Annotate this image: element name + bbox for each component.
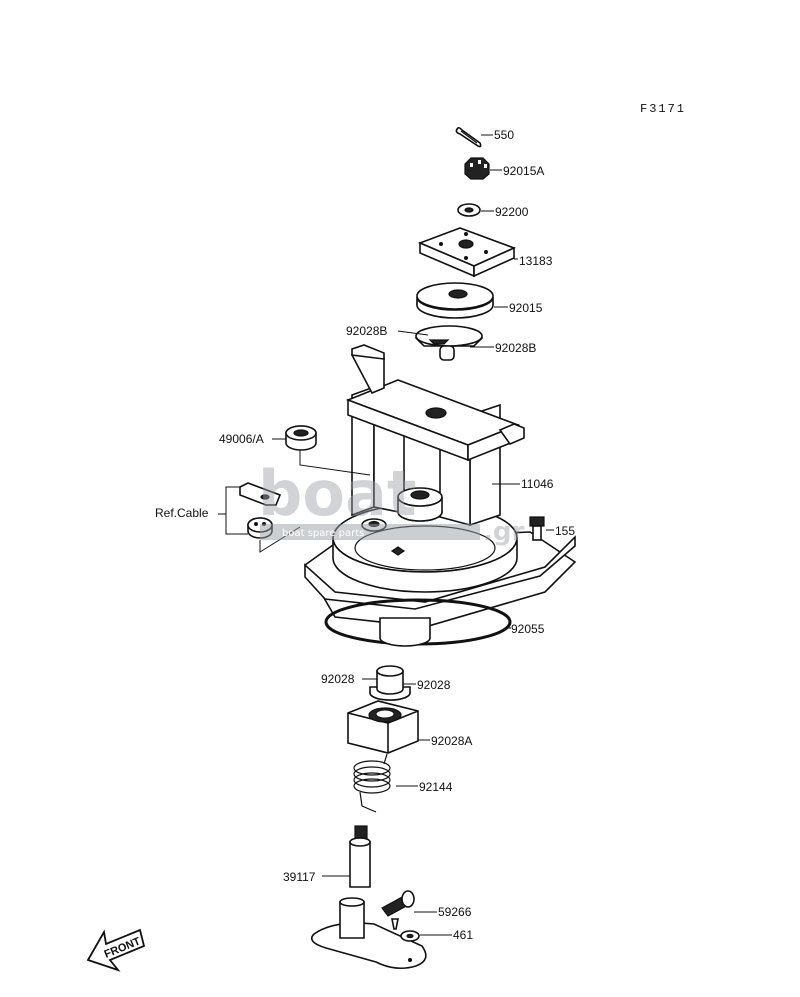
part-49006-seal[interactable] bbox=[272, 425, 371, 476]
part-11046-steering-housing[interactable] bbox=[303, 344, 577, 647]
callout-92055: 92055 bbox=[511, 622, 545, 636]
callout-550: 550 bbox=[494, 128, 514, 142]
callout-92144: 92144 bbox=[419, 780, 453, 794]
callout-92015: 92015 bbox=[509, 301, 543, 315]
part-92144-spring[interactable] bbox=[353, 753, 418, 813]
part-550-cotter-pin[interactable] bbox=[455, 126, 493, 148]
callout-39117: 39117 bbox=[283, 870, 316, 884]
figure-code: F3171 bbox=[640, 102, 686, 116]
part-92028B-bushing[interactable] bbox=[397, 325, 494, 361]
part-92015A-castle-nut[interactable] bbox=[464, 157, 502, 180]
svg-text:boat: boat bbox=[258, 457, 416, 530]
callout-49006A: 49006/A bbox=[219, 432, 264, 446]
callout-92028B-left: 92028B bbox=[346, 324, 387, 338]
svg-text:.gr: .gr bbox=[483, 517, 524, 547]
callout-92015A: 92015A bbox=[503, 164, 544, 178]
callout-155: 155 bbox=[555, 524, 575, 538]
callout-13183: 13183 bbox=[519, 254, 553, 268]
part-155-bolt[interactable] bbox=[529, 516, 554, 541]
part-13183-plate[interactable] bbox=[417, 227, 518, 278]
front-direction-arrow: FRONT bbox=[86, 928, 146, 972]
part-92028A-bearing-block[interactable] bbox=[347, 700, 430, 754]
part-92200-washer[interactable] bbox=[457, 203, 494, 217]
part-461-washer[interactable] bbox=[400, 930, 452, 942]
callout-92028-right: 92028 bbox=[417, 678, 451, 692]
part-steering-lever-arm[interactable] bbox=[310, 897, 427, 970]
svg-text:boat spare parts: boat spare parts bbox=[282, 528, 364, 539]
callout-11046: 11046 bbox=[521, 477, 554, 491]
callout-461: 461 bbox=[453, 928, 473, 942]
callout-92028A: 92028A bbox=[431, 734, 472, 748]
part-39117-shaft[interactable] bbox=[322, 825, 371, 888]
part-92015-disk[interactable] bbox=[416, 282, 508, 319]
callout-92028B-right: 92028B bbox=[495, 341, 536, 355]
part-92028-bushing[interactable] bbox=[362, 665, 416, 701]
watermark-logo: boat boat spare parts .gr bbox=[258, 457, 524, 547]
callout-92028-left: 92028 bbox=[321, 672, 355, 686]
part-59266-ball-joint[interactable] bbox=[381, 890, 437, 930]
callout-92200: 92200 bbox=[495, 205, 529, 219]
callout-ref-cable: Ref.Cable bbox=[155, 506, 209, 520]
callout-59266: 59266 bbox=[438, 905, 472, 919]
